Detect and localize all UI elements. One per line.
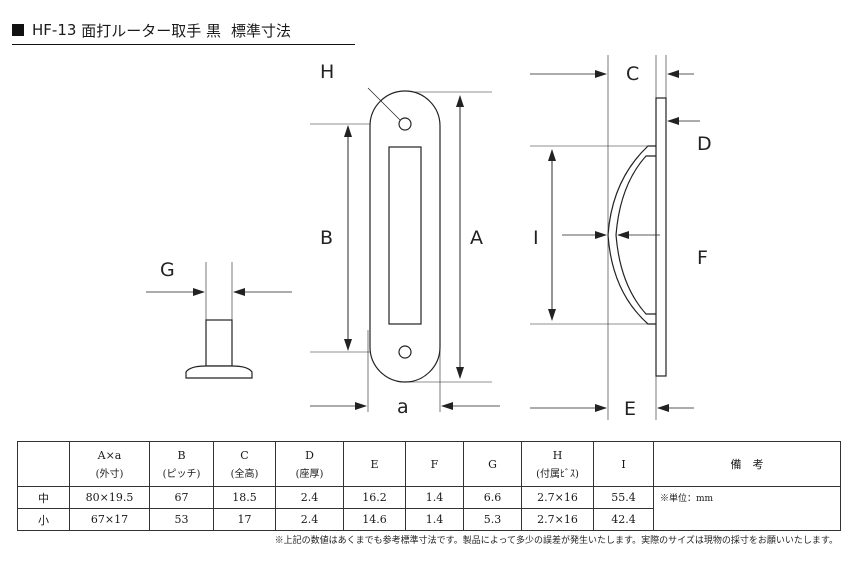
- page-title: HF-13 面打ルーター取手 黒 標準寸法: [12, 18, 291, 42]
- header-size: [17, 441, 70, 487]
- cell-remarks: ※単位：mm: [653, 486, 841, 531]
- cell-D: 2.4: [275, 508, 344, 531]
- cell-E: 14.6: [343, 508, 406, 531]
- dimension-drawing: G H B A a: [146, 55, 712, 420]
- title-subtitle: 標準寸法: [231, 21, 292, 40]
- cell-I: 55.4: [593, 486, 654, 509]
- header-remarks: 備 考: [653, 441, 841, 487]
- front-view: [310, 87, 500, 412]
- spec-table: A×a(外寸) B(ピッチ) C(全高) D(座厚) E F G H(付属ﾋﾞｽ…: [17, 441, 841, 531]
- header-A: A×a(外寸): [69, 441, 150, 487]
- cell-B: 53: [149, 508, 214, 531]
- footnote: ※上記の数値はあくまでも参考標準寸法です。製品によって多少の誤差が発生いたします…: [274, 536, 838, 546]
- cell-A: 67×17: [69, 508, 150, 531]
- header-D: D(座厚): [275, 441, 344, 487]
- square-bullet-icon: [12, 24, 24, 36]
- cell-D: 2.4: [275, 486, 344, 509]
- label-E: E: [624, 398, 636, 420]
- header-E: E: [343, 441, 406, 487]
- header-H: H(付属ﾋﾞｽ): [521, 441, 594, 487]
- cell-B: 67: [149, 486, 214, 509]
- label-B: B: [320, 227, 333, 249]
- label-a: a: [397, 396, 409, 418]
- screw-view: [146, 262, 292, 379]
- header-I: I: [593, 441, 654, 487]
- header-B: B(ピッチ): [149, 441, 214, 487]
- label-C: C: [626, 63, 639, 85]
- table-row: 小 67×17 53 17 2.4 14.6 1.4 5.3 2.7×16 42…: [17, 508, 841, 531]
- label-H: H: [320, 61, 334, 83]
- cell-size: 中: [17, 486, 70, 509]
- header-F: F: [405, 441, 464, 487]
- cell-G: 5.3: [463, 508, 522, 531]
- table-row: 中 80×19.5 67 18.5 2.4 16.2 1.4 6.6 2.7×1…: [17, 486, 841, 531]
- cell-I: 42.4: [593, 508, 654, 531]
- header-C: C(全高): [213, 441, 276, 487]
- cell-size: 小: [17, 508, 70, 531]
- title-color: 黒: [206, 21, 222, 40]
- table-header-row: A×a(外寸) B(ピッチ) C(全高) D(座厚) E F G H(付属ﾋﾞｽ…: [17, 441, 841, 487]
- cell-H: 2.7×16: [521, 486, 594, 509]
- label-D: D: [697, 133, 712, 155]
- label-A: A: [470, 227, 483, 249]
- title-underline: [12, 44, 355, 45]
- label-G: G: [160, 259, 175, 281]
- cell-C: 17: [213, 508, 276, 531]
- label-F: F: [697, 247, 708, 269]
- side-view: [530, 55, 700, 420]
- cell-F: 1.4: [405, 508, 464, 531]
- cell-G: 6.6: [463, 486, 522, 509]
- cell-A: 80×19.5: [69, 486, 150, 509]
- title-model: HF-13: [32, 21, 77, 39]
- title-name: 面打ルーター取手: [81, 21, 202, 40]
- cell-C: 18.5: [213, 486, 276, 509]
- header-G: G: [463, 441, 522, 487]
- label-I: I: [533, 227, 539, 249]
- cell-E: 16.2: [343, 486, 406, 509]
- cell-H: 2.7×16: [521, 508, 594, 531]
- cell-F: 1.4: [405, 486, 464, 509]
